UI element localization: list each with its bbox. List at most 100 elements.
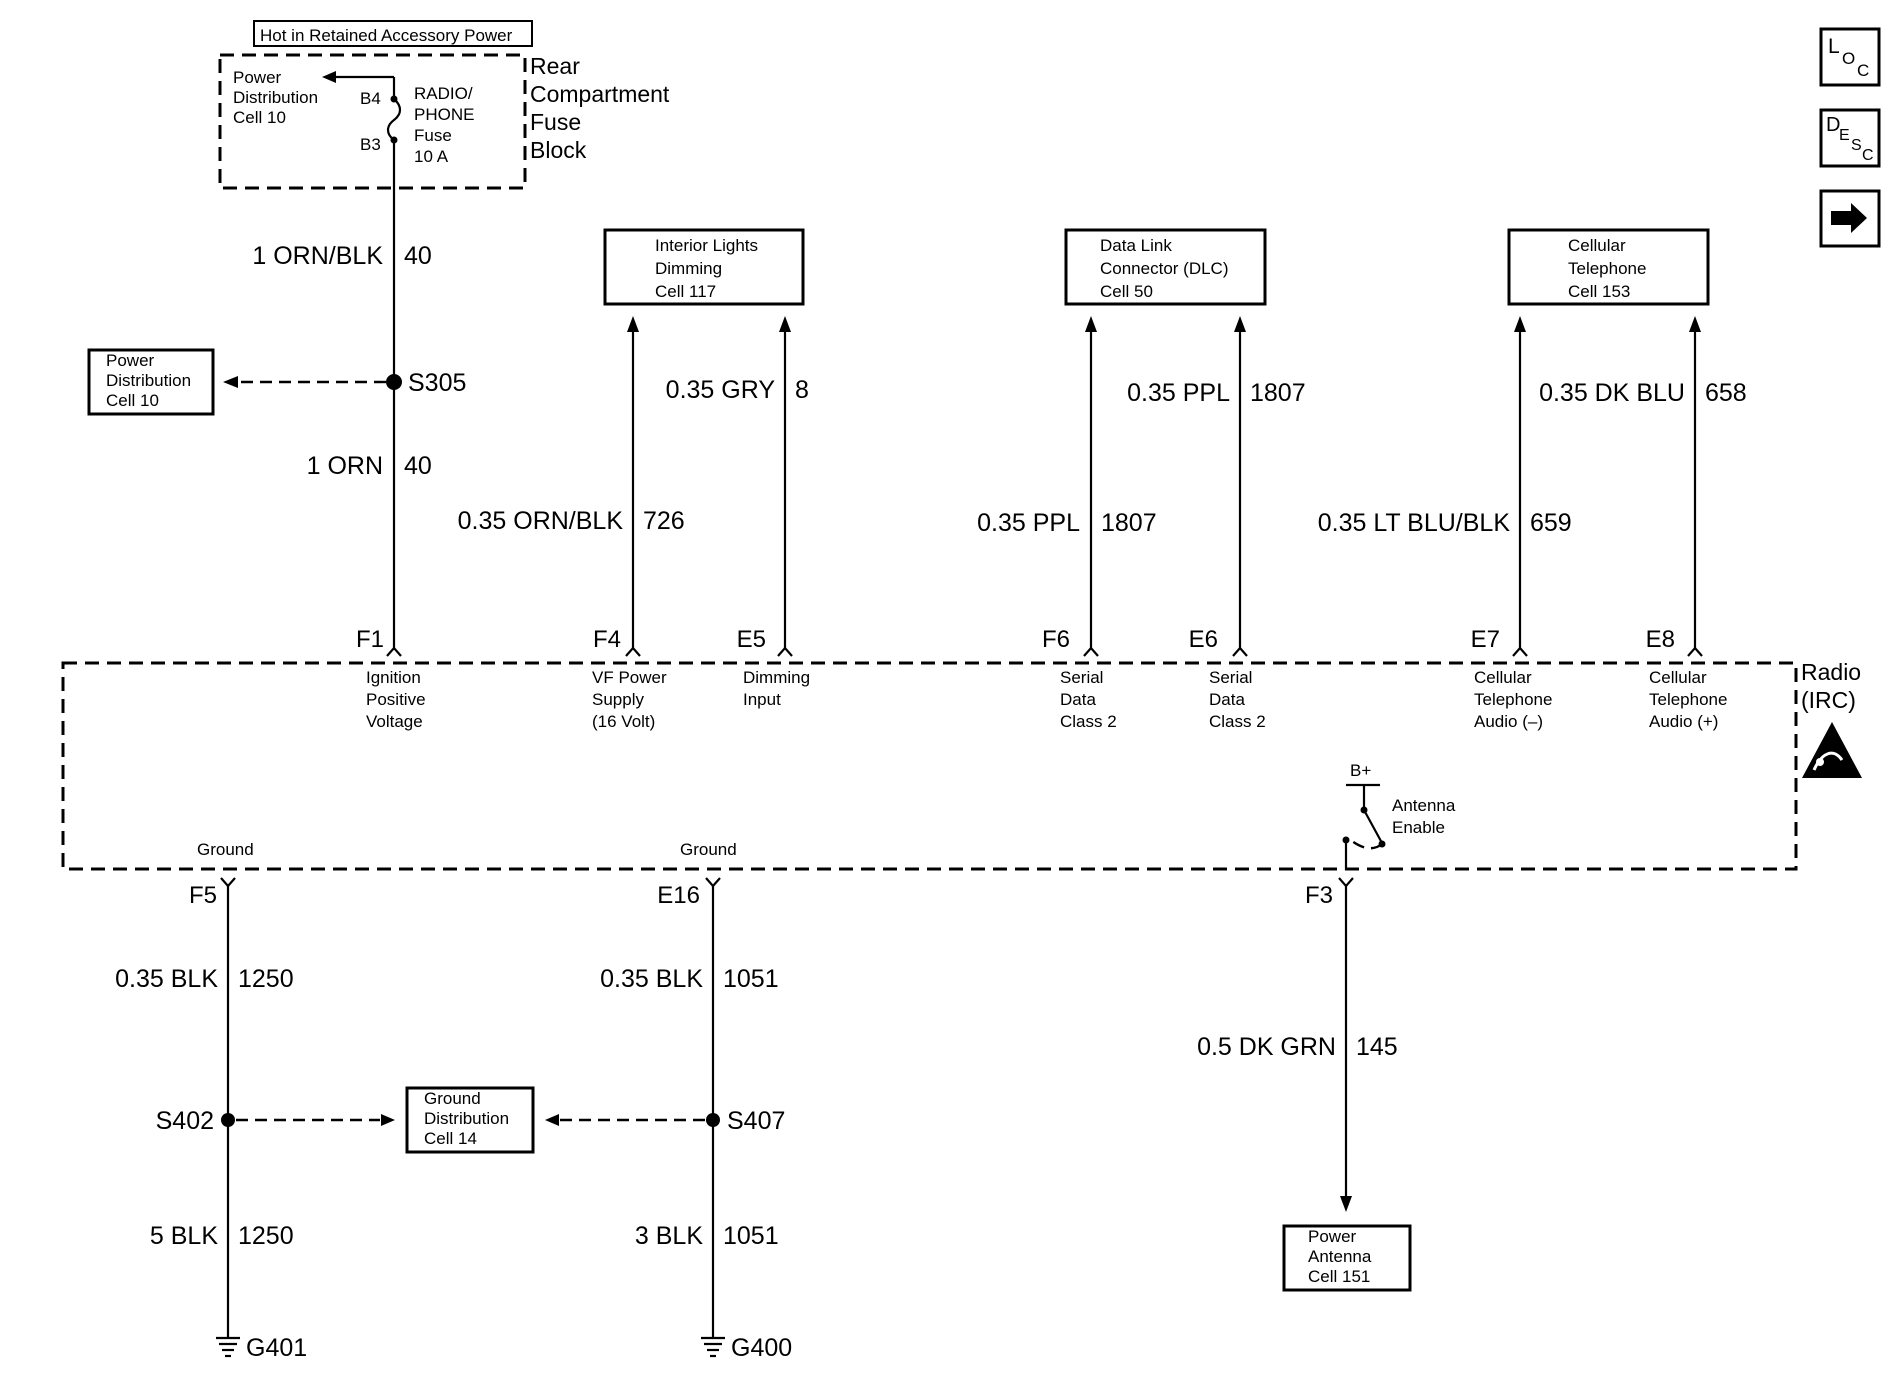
pin-e7-desc-1: Cellular [1474,668,1532,687]
s402-arrowhead [381,1114,395,1126]
wire-1051a-gauge: 0.35 BLK [600,965,703,993]
ref-il-line-3: Cell 117 [655,282,716,301]
ground-g401-icon [216,1336,240,1358]
fuse-block-title-2: Compartment [530,81,670,107]
splice-s402: S402 [156,1107,214,1135]
ref-power-distribution-left[interactable]: Power Distribution Cell 10 [87,348,215,416]
fuse-bus-arrowhead [322,71,336,83]
next-button[interactable] [1819,189,1881,248]
ref-ground-distribution[interactable]: Ground Distribution Cell 14 [405,1086,535,1154]
ref-cell-line-2: Telephone [1568,259,1646,278]
pin-f5-ground-desc: Ground [197,840,254,859]
ref-dl-line-1: Data Link [1100,236,1172,255]
ref-cellular[interactable]: Cellular Telephone Cell 153 [1507,228,1710,306]
pin-f1-connector [386,646,402,657]
pin-f1-desc-1: Ignition [366,668,421,687]
b-plus-label: B+ [1350,761,1371,780]
wire-8-gauge: 0.35 GRY [666,376,776,404]
pin-f1: F1 Ignition Positive Voltage [356,626,426,731]
pin-e7-label: E7 [1471,626,1500,653]
pin-e6-desc-1: Serial [1209,668,1252,687]
circuit-1807b: 0.35 PPL 1807 [1127,316,1306,648]
ref-gd-line-1: Ground [424,1089,481,1108]
radio-module: Radio (IRC) [61,659,1862,871]
fuse-pd-line-2: Distribution [233,88,318,107]
pin-e7-desc-2: Telephone [1474,690,1552,709]
wire-659-gauge: 0.35 LT BLU/BLK [1318,509,1511,537]
pin-f6-label: F6 [1042,626,1070,653]
pin-e8-desc-2: Telephone [1649,690,1727,709]
pin-e16: Ground E16 [657,840,736,909]
pin-e6-desc-2: Data [1209,690,1245,709]
ref-cell-line-1: Cellular [1568,236,1626,255]
fuse-pd-line-3: Cell 10 [233,108,286,127]
ref-pa-line-1: Power [1308,1227,1357,1246]
wire-40a-circuit: 40 [404,242,432,270]
wire-726-gauge: 0.35 ORN/BLK [458,507,624,535]
ref-pa-line-3: Cell 151 [1308,1267,1370,1286]
ref-data-link[interactable]: Data Link Connector (DLC) Cell 50 [1064,228,1267,306]
desc-button[interactable]: D E S C [1819,108,1881,168]
loc-button[interactable]: L O C [1819,27,1881,87]
wire-726-circuit: 726 [643,507,685,535]
pin-e6-desc-3: Class 2 [1209,712,1266,731]
ref-interior-lights[interactable]: Interior Lights Dimming Cell 117 [603,228,805,306]
pin-e16-ground-desc: Ground [680,840,737,859]
wire-659-circuit: 659 [1530,509,1572,537]
desc-letter-c: C [1862,147,1874,164]
wire-1807b-gauge: 0.35 PPL [1127,379,1230,407]
wire-8-arrowhead [779,316,791,332]
ref-dl-line-3: Cell 50 [1100,282,1153,301]
splice-s407-dot [706,1113,720,1127]
pin-e8-label: E8 [1646,626,1675,653]
circuit-145: 0.5 DK GRN 145 [1197,886,1398,1212]
wire-145-circuit: 145 [1356,1033,1398,1061]
ref-pa-line-2: Antenna [1308,1247,1372,1266]
ground-g401: G401 [246,1334,307,1362]
desc-letter-s: S [1851,137,1862,154]
pin-e16-label: E16 [657,882,700,909]
fuse-block: Hot in Retained Accessory Power Rear Com… [218,20,670,190]
splice-s407: S407 [727,1107,785,1135]
switch-blade [1363,809,1383,844]
wire-40a-gauge: 1 ORN/BLK [252,242,383,270]
ref-gd-line-2: Distribution [424,1109,509,1128]
terminal-b3: B3 [360,135,381,154]
loc-letter-l: L [1828,35,1840,58]
radio-title-2: (IRC) [1801,687,1856,713]
pin-f4-desc-2: Supply [592,690,644,709]
pin-e5-label: E5 [737,626,766,653]
antenna-enable-2: Enable [1392,818,1445,837]
pin-f4-label: F4 [593,626,621,653]
radio-title-1: Radio [1801,659,1861,685]
fuse-pd-line-1: Power [233,68,282,87]
wire-659-arrowhead [1514,316,1526,332]
terminal-b4: B4 [360,89,381,108]
pin-f5-connector [220,877,236,888]
desc-letter-e: E [1839,127,1850,144]
fuse-label-2: PHONE [414,105,474,124]
wire-658-arrowhead [1689,316,1701,332]
fuse-label-3: Fuse [414,126,452,145]
antenna-enable-switch: B+ Antenna Enable [1342,761,1456,870]
pin-f6-connector [1083,646,1099,657]
pin-f6-desc-2: Data [1060,690,1096,709]
switch-actuator-link [1347,837,1383,850]
splice-s402-dot [221,1113,235,1127]
circuit-1051: 0.35 BLK 1051 S407 3 BLK 1051 G400 [600,886,792,1362]
ground-g400-icon [701,1336,725,1358]
ref-power-antenna[interactable]: Power Antenna Cell 151 [1282,1224,1412,1292]
fuse-block-header-box [253,20,533,47]
splice-s305-dot [386,374,402,390]
pin-f6-desc-1: Serial [1060,668,1103,687]
wire-8-circuit: 8 [795,376,809,404]
wire-40b-gauge: 1 ORN [307,452,383,480]
circuit-659: 0.35 LT BLU/BLK 659 [1318,316,1572,648]
fuse-label-4: 10 A [414,147,449,166]
pin-f6-desc-3: Class 2 [1060,712,1117,731]
pin-f5: Ground F5 [189,840,254,909]
pin-f5-label: F5 [189,882,217,909]
pin-e7-connector [1512,646,1528,657]
fuse-block-header: Hot in Retained Accessory Power [260,26,513,45]
pin-f1-desc-2: Positive [366,690,426,709]
